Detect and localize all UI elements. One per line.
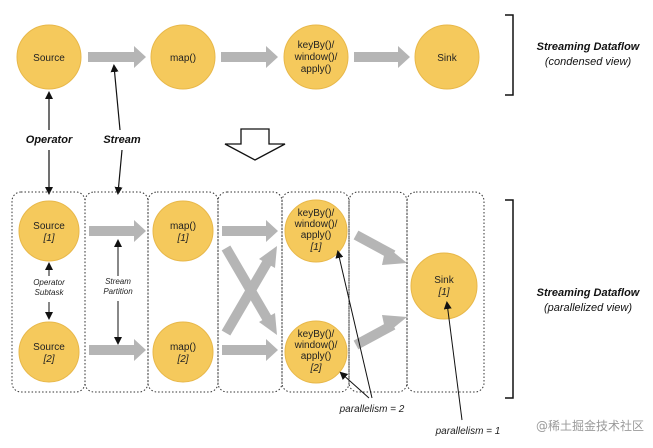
parallelism-1-arrow — [443, 301, 463, 421]
condensed-side-title: Streaming Dataflow — [537, 41, 641, 53]
stream-arrow-down — [114, 149, 123, 195]
condensed-bracket — [505, 14, 514, 96]
shuffle-arrow-head — [259, 313, 277, 335]
keyby-2-line-3: apply() — [301, 351, 332, 362]
sink-node-label: Sink — [437, 53, 457, 64]
stream-arrow — [221, 46, 278, 68]
sink-stream-column-box — [348, 191, 408, 393]
stream-arrow — [354, 46, 410, 68]
keyby-2-line-2: window()/ — [294, 340, 338, 351]
stream-arrow — [222, 220, 278, 242]
keyby-line-2: window()/ — [294, 52, 338, 63]
operator-subtask-label-2: Subtask — [35, 288, 65, 297]
stream-arrow — [89, 339, 146, 361]
parallel-side-sub: (parallelized view) — [544, 302, 632, 314]
shuffle-arrow — [221, 258, 273, 336]
keyby-1-node — [284, 199, 348, 263]
source-node — [16, 24, 82, 90]
sink-arrow-head — [382, 246, 407, 265]
source-2-label: Source — [33, 342, 65, 353]
shuffle-arrow — [221, 245, 273, 323]
parallel-stream-arrows — [89, 220, 278, 361]
stream-arrow — [222, 339, 278, 361]
keyby-1-line-1: keyBy()/ — [298, 208, 335, 219]
stream-arrow — [88, 46, 146, 68]
condensed-stream-arrows — [88, 46, 410, 68]
map-2-index: [2] — [176, 354, 188, 365]
keyby-line-1: keyBy()/ — [298, 40, 335, 51]
stream-column-box — [84, 191, 149, 393]
operator-subtask-label-1: Operator — [33, 278, 65, 287]
sink-column-box — [406, 191, 485, 393]
keyby-line-3: apply() — [301, 64, 332, 75]
parallelism-2-label: parallelism = 2 — [339, 404, 405, 415]
keyby-2-line-1: keyBy()/ — [298, 329, 335, 340]
shuffle-arrow-head — [259, 246, 277, 268]
map-column-box — [147, 191, 219, 393]
stream-arrow — [89, 220, 146, 242]
stream-partition-label-1: Stream — [105, 277, 131, 286]
condensed-view: Source map() keyBy()/ window()/ apply() … — [16, 14, 641, 96]
watermark-text: @稀土掘金技术社区 — [536, 418, 644, 433]
keyby-2-node — [284, 320, 348, 384]
keyby-1-line-2: window()/ — [294, 219, 338, 230]
source-node-label: Source — [33, 53, 65, 64]
source-1-node — [18, 200, 80, 262]
operator-label: Operator — [26, 134, 73, 146]
condensed-side-sub: (condensed view) — [545, 56, 632, 68]
source-2-index: [2] — [42, 354, 54, 365]
parallelism-2-arrow-a — [335, 250, 373, 399]
keyby-1-line-3: apply() — [301, 230, 332, 241]
sink-arrow-head — [382, 315, 407, 334]
parallel-side-title: Streaming Dataflow — [537, 287, 641, 299]
column-boxes — [11, 191, 485, 393]
map-2-label: map() — [170, 342, 196, 353]
sink-node — [414, 24, 480, 90]
map-2-node — [152, 321, 214, 383]
parallelism-2-arrow-b — [339, 371, 370, 399]
annotation-labels: Operator Stream — [26, 64, 141, 195]
transform-down-arrow — [224, 128, 286, 161]
sink-1-node — [410, 252, 478, 320]
map-1-node — [152, 200, 214, 262]
source-2-node — [18, 321, 80, 383]
stream-arrow-up — [110, 64, 121, 131]
keyby-2-index: [2] — [309, 363, 321, 374]
parallelism-1-label: parallelism = 1 — [435, 426, 501, 437]
keyby-column-box — [281, 191, 350, 393]
parallel-bracket — [505, 199, 514, 399]
source-1-index: [1] — [42, 233, 54, 244]
stream-partition-label-2: Partition — [103, 287, 133, 296]
map-1-label: map() — [170, 221, 196, 232]
sink-1-index: [1] — [437, 287, 449, 298]
parallel-view: Source [1] Source [2] map() [1] map() [2… — [11, 191, 641, 437]
stream-label: Stream — [103, 134, 141, 146]
source-1-label: Source — [33, 221, 65, 232]
map-1-index: [1] — [176, 233, 188, 244]
sink-1-label: Sink — [434, 275, 454, 286]
keyby-1-index: [1] — [309, 242, 321, 253]
map-node-label: map() — [170, 53, 196, 64]
keyby-node — [283, 24, 349, 90]
shuffle-arrows — [221, 245, 273, 336]
map-node — [150, 24, 216, 90]
